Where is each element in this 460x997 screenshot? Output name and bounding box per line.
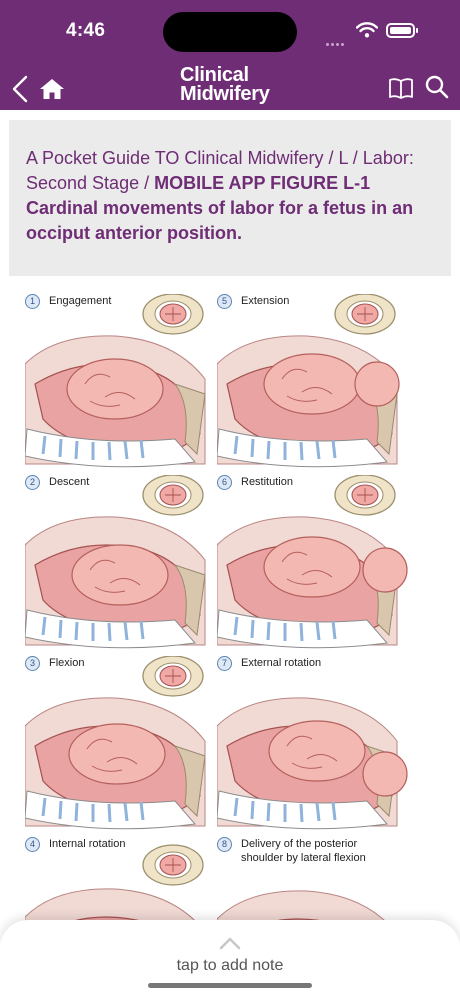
status-time: 4:46 <box>66 20 106 41</box>
panel-number: 7 <box>217 656 232 671</box>
app-logo-line1: Clinical <box>180 64 249 86</box>
panel-label: Engagement <box>49 295 112 307</box>
panel-label: External rotation <box>241 657 322 669</box>
home-indicator <box>148 983 312 988</box>
app-logo: Clinical Midwifery <box>180 64 270 105</box>
figure-panel-descent: 2 Descent <box>25 475 215 650</box>
illustration-engagement <box>25 294 207 469</box>
figure-panel-external-rotation: 7 External rotation <box>217 656 408 831</box>
dynamic-island <box>163 12 297 52</box>
figure-image[interactable]: 1 Engagement 5 Extension 2 Descent <box>9 276 451 997</box>
illustration-descent <box>25 475 207 650</box>
panel-number: 6 <box>217 475 232 490</box>
figure-panel-flexion: 3 Flexion <box>25 656 215 831</box>
panel-label: Delivery of the posterior shoulder by la… <box>241 838 366 864</box>
add-note-sheet[interactable]: tap to add note <box>0 920 460 997</box>
back-icon[interactable] <box>8 74 32 104</box>
app-header: 4:46 Clinical Midwifery <box>0 0 460 110</box>
panel-number: 5 <box>217 294 232 309</box>
panel-number: 8 <box>217 837 232 852</box>
home-icon[interactable] <box>39 77 65 101</box>
figure-title: MOBILE APP FIGURE L-1 Cardinal movements… <box>26 173 414 243</box>
panel-label: Flexion <box>49 657 85 669</box>
search-icon[interactable] <box>424 74 450 100</box>
panel-number: 2 <box>25 475 40 490</box>
figure-panel-engagement: 1 Engagement <box>25 294 215 469</box>
chevron-up-icon[interactable] <box>218 936 242 950</box>
panel-label: Extension <box>241 295 290 307</box>
book-icon[interactable] <box>388 76 414 100</box>
content-area[interactable]: A Pocket Guide TO Clinical Midwifery / L… <box>0 110 460 997</box>
add-note-label[interactable]: tap to add note <box>176 957 284 974</box>
battery-icon <box>386 23 418 38</box>
breadcrumb-path[interactable]: A Pocket Guide TO Clinical Midwifery / L… <box>26 148 414 193</box>
signal-icon <box>326 33 346 51</box>
figure-panel-internal-rotation: 4 Internal rotation <box>25 837 215 997</box>
illustration-restitution <box>217 475 408 650</box>
panel-number: 3 <box>25 656 40 671</box>
panel-label: Restitution <box>241 476 293 488</box>
panel-number: 4 <box>25 837 40 852</box>
illustration-flexion <box>25 656 207 831</box>
wifi-icon <box>356 22 378 38</box>
panel-number: 1 <box>25 294 40 309</box>
illustration-extension <box>217 294 400 469</box>
illustration-external-rotation <box>217 696 408 831</box>
figure-panel-extension: 5 Extension <box>217 294 407 469</box>
app-logo-line2: Midwifery <box>180 83 270 105</box>
figure-panel-posterior-shoulder: 8 Delivery of the posterior shoulder by … <box>217 837 407 997</box>
panel-label: Descent <box>49 476 90 488</box>
breadcrumb: A Pocket Guide TO Clinical Midwifery / L… <box>26 146 436 246</box>
breadcrumb-box: A Pocket Guide TO Clinical Midwifery / L… <box>9 120 451 276</box>
figure-panel-restitution: 6 Restitution <box>217 475 408 650</box>
panel-label: Internal rotation <box>49 838 126 850</box>
